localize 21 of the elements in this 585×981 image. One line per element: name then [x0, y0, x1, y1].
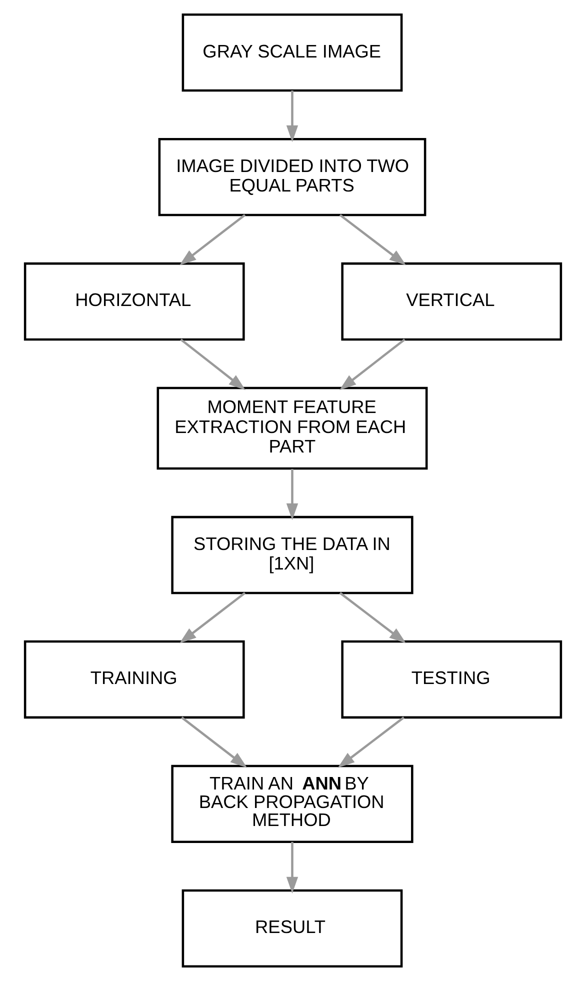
node-box: TRAIN AN ANN BY BACK PROPAGATION METHOD	[170, 764, 413, 844]
arrow	[179, 214, 246, 266]
arrow	[338, 214, 406, 266]
node-box: IMAGE DIVIDED INTO TWO EQUAL PARTS	[158, 138, 426, 216]
node-box: HORIZONTAL	[23, 262, 244, 341]
node-box: TRAINING	[23, 640, 244, 719]
node-box: STORING THE DATA IN [1XN]	[170, 516, 413, 594]
arrow	[179, 592, 246, 644]
node-box: MOMENT FEATURE EXTRACTION FROM EACH PART	[156, 386, 428, 470]
arrow	[286, 90, 298, 142]
arrow	[337, 716, 404, 768]
node-box: TESTING	[340, 640, 562, 719]
arrow	[180, 716, 247, 768]
node-box: RESULT	[181, 889, 402, 968]
arrow	[338, 592, 406, 644]
arrow	[338, 338, 405, 390]
arrow	[180, 338, 245, 390]
node-box: GRAY SCALE IMAGE	[181, 13, 402, 92]
arrow	[286, 468, 298, 520]
arrow	[286, 842, 298, 894]
node-box: VERTICAL	[340, 262, 562, 341]
